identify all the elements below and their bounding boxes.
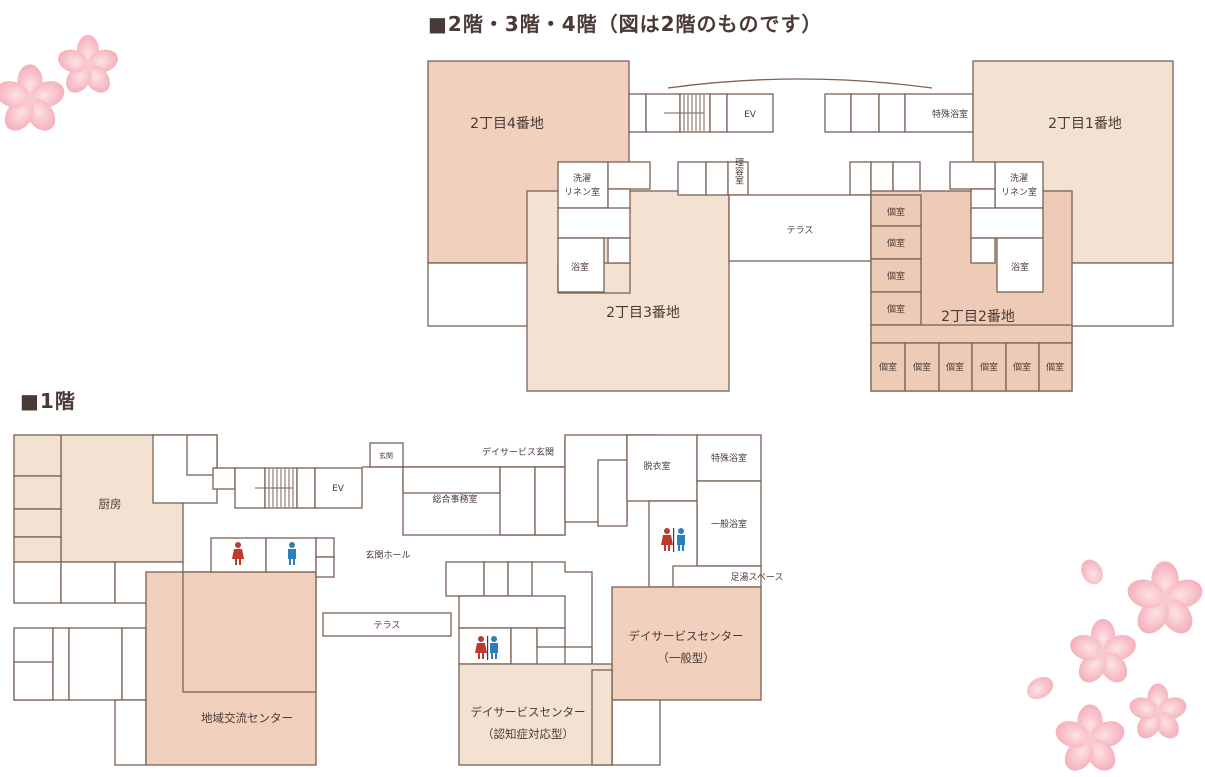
- toilet-female-icon: [475, 636, 487, 659]
- stairs-icon: [255, 469, 294, 507]
- stairs-icon: [664, 95, 705, 131]
- bath-label-left: 浴室: [571, 261, 589, 273]
- upper-floors-heading: ■2階・3階・4階（図は2階のものです）: [428, 12, 823, 36]
- bath-left: [557, 237, 605, 293]
- elevator-upper: [726, 93, 774, 133]
- svg-text:個室: 個室: [1013, 361, 1031, 373]
- ev-label-upper: EV: [744, 110, 757, 120]
- day-dementia-label-1: デイサービスセンター: [471, 705, 586, 719]
- bath-label-right: 浴室: [1011, 261, 1029, 273]
- special-bath-upper: [904, 93, 974, 133]
- svg-text:個室: 個室: [887, 237, 905, 249]
- svg-text:個室: 個室: [980, 361, 998, 373]
- general-bath-label: 一般浴室: [711, 518, 747, 530]
- toilet-female-icon: [232, 542, 244, 565]
- first-floor-plan: 厨房 EV 玄関 デイサービス玄関 総合事務室 玄関ホール テラス 脱衣室 特殊…: [13, 434, 784, 766]
- general-bath: [696, 480, 762, 567]
- svg-text:個室: 個室: [946, 361, 964, 373]
- elevator-first: [314, 467, 363, 509]
- toilet-male-icon: [677, 528, 685, 551]
- toilet-male-icon: [490, 636, 498, 659]
- block-2-label: 2丁目2番地: [941, 309, 1015, 325]
- svg-text:個室: 個室: [887, 270, 905, 282]
- small-entrance: [369, 442, 404, 468]
- terrace-label-first: テラス: [374, 620, 401, 631]
- day-service-general-area: [611, 586, 762, 701]
- svg-text:個室: 個室: [879, 361, 897, 373]
- laundry-label-left-1: 洗濯: [573, 172, 591, 184]
- ev-label-first: EV: [332, 484, 345, 494]
- laundry-label-right-1: 洗濯: [1010, 172, 1028, 184]
- general-office-label: 総合事務室: [432, 493, 477, 505]
- barber-label: 理容室: [733, 157, 744, 184]
- day-general-label-1: デイサービスセンター: [629, 629, 744, 643]
- svg-text:個室: 個室: [913, 361, 931, 373]
- special-bath-label-first: 特殊浴室: [711, 452, 747, 464]
- upper-terrace: [728, 194, 872, 262]
- day-general-label-2: （一般型）: [657, 651, 715, 665]
- block-1-label: 2丁目1番地: [1048, 116, 1122, 132]
- day-dementia-label-2: （認知症対応型）: [482, 727, 574, 741]
- first-terrace: [322, 612, 452, 637]
- laundry-room-left: [557, 161, 609, 209]
- block-3-label: 2丁目3番地: [606, 305, 680, 321]
- laundry-label-right-2: リネン室: [1001, 186, 1037, 198]
- footbath-label: 足湯スペース: [731, 572, 784, 583]
- first-floor-heading: ■1階: [20, 389, 76, 413]
- private-room-labels: 個室 個室 個室 個室 個室 個室 個室 個室 個室 個室: [879, 206, 1064, 373]
- cherry-blossom-icon: [0, 35, 1205, 777]
- kitchen-label: 厨房: [99, 497, 122, 511]
- laundry-label-left-2: リネン室: [564, 186, 600, 198]
- svg-text:個室: 個室: [887, 303, 905, 315]
- upper-floor-plan: 2丁目4番地 2丁目1番地 2丁目3番地 2丁目2番地 EV 特殊浴室 洗濯 リ…: [427, 60, 1174, 392]
- block-4-label: 2丁目4番地: [470, 116, 544, 132]
- toilet-female-icon: [661, 528, 673, 551]
- bath-right: [996, 237, 1044, 293]
- terrace-label-upper: テラス: [787, 225, 814, 236]
- svg-text:個室: 個室: [887, 206, 905, 218]
- dressing-room-label: 脱衣室: [643, 460, 670, 472]
- small-entrance-label: 玄関: [379, 451, 393, 460]
- special-bath-label-upper: 特殊浴室: [932, 108, 968, 120]
- entrance-hall-label: 玄関ホール: [365, 549, 410, 561]
- day-service-entrance-label: デイサービス玄関: [482, 446, 554, 458]
- toilet-male-icon: [288, 542, 296, 565]
- community-center-label: 地域交流センター: [201, 711, 293, 725]
- svg-text:個室: 個室: [1046, 361, 1064, 373]
